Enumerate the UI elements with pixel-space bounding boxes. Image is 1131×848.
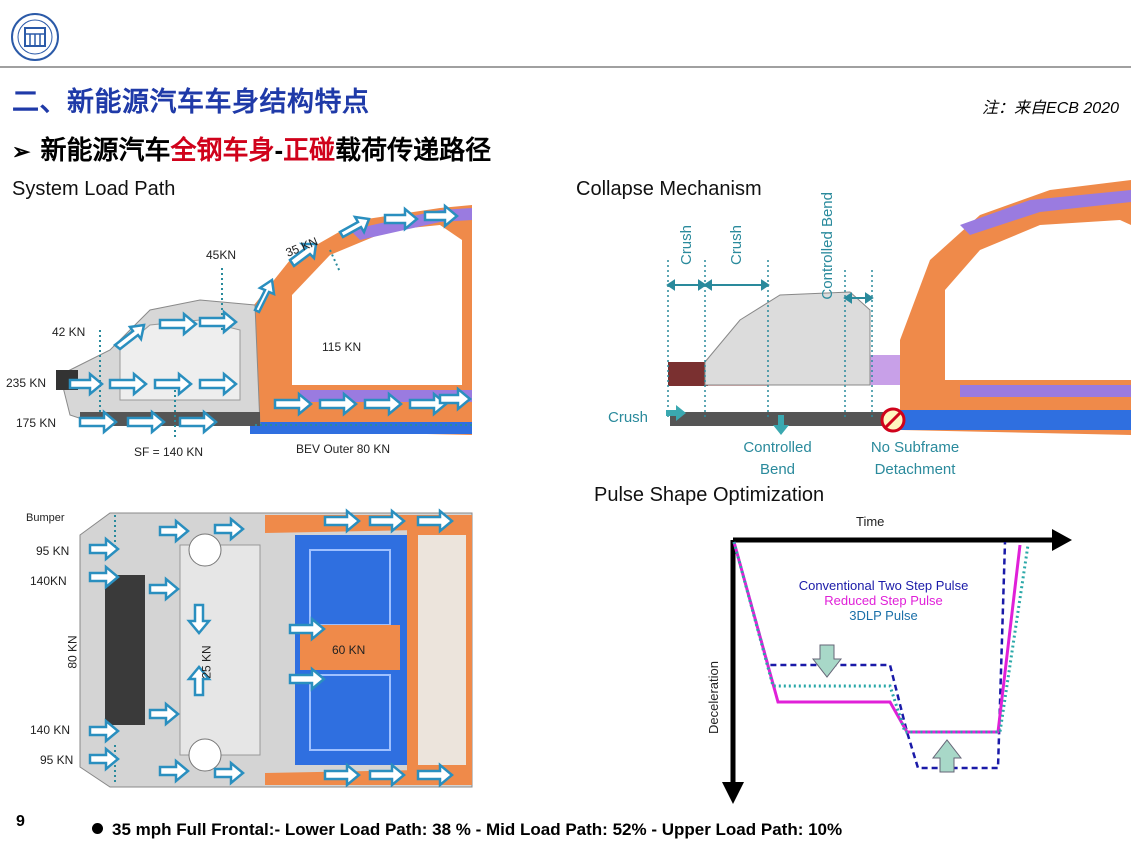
- bullet-dot-icon: [92, 823, 103, 834]
- label-bumper: Bumper: [26, 512, 65, 524]
- label-140kn-top: 140KN: [30, 574, 67, 588]
- label-235kn: 235 KN: [6, 376, 47, 390]
- label-25kn: 25 KN: [199, 645, 214, 679]
- page-number: 9: [16, 813, 25, 830]
- label-140kn-bottom: 140 KN: [30, 723, 71, 737]
- controlled-bend-bottom-label: Controlled Bend: [743, 439, 812, 478]
- subtitle-part-2: 全钢车身: [170, 135, 275, 165]
- controlled-bend-top-label: Controlled Bend: [819, 192, 836, 300]
- top-view-diagram: Bumper 95 KN 140KN 80 KN 25 KN 60 KN 140…: [0, 505, 480, 795]
- slide-subtitle: ➢ 新能源汽车全钢车身-正碰载荷传递路径: [12, 130, 491, 167]
- collapse-mechanism-title: Collapse Mechanism: [576, 178, 762, 200]
- subtitle-part-1: 新能源汽车: [40, 135, 171, 165]
- time-axis-label: Time: [856, 514, 885, 529]
- side-view-diagram: 45KN 35 KN 42 KN 115 KN 235 KN 175 KN SF…: [0, 200, 480, 465]
- footer-text: 35 mph Full Frontal:- Lower Load Path: 3…: [112, 820, 843, 839]
- bullet-arrow-icon: ➢: [12, 139, 31, 164]
- legend-reduced-step: Reduced Step Pulse: [824, 593, 943, 608]
- pulse-shape-title: Pulse Shape Optimization: [594, 484, 825, 506]
- label-95kn-top: 95 KN: [36, 544, 70, 558]
- no-subframe-detachment-label: No Subframe Detachment: [870, 439, 960, 478]
- source-note: 注：来自ECB 2020: [982, 100, 1119, 117]
- label-60kn: 60 KN: [332, 643, 366, 657]
- university-logo: [10, 12, 60, 62]
- label-115kn: 115 KN: [322, 340, 362, 354]
- label-42kn: 42 KN: [52, 325, 86, 339]
- label-45kn: 45KN: [206, 248, 237, 262]
- subtitle-part-3: -: [274, 135, 284, 165]
- header-divider: [0, 66, 1131, 68]
- label-sf-140kn: SF = 140 KN: [134, 445, 204, 459]
- pulse-legend: Conventional Two Step Pulse Reduced Step…: [776, 578, 991, 623]
- collapse-diagram: Crush Crush Controlled Bend Crush Contro…: [600, 180, 1131, 480]
- legend-conventional: Conventional Two Step Pulse: [798, 578, 969, 593]
- system-load-path-title: System Load Path: [12, 178, 176, 200]
- crush-label-2: Crush: [728, 225, 745, 266]
- label-95kn-bottom: 95 KN: [40, 753, 74, 767]
- deceleration-axis-label: Deceleration: [706, 661, 721, 734]
- slide-title: 二、新能源汽车车身结构特点: [12, 87, 370, 117]
- subtitle-part-4: 正碰: [283, 135, 336, 165]
- footer-summary: 35 mph Full Frontal:- Lower Load Path: 3…: [92, 820, 842, 840]
- legend-3dlp: 3DLP Pulse: [849, 608, 918, 623]
- crush-label-1: Crush: [678, 225, 695, 266]
- pulse-chart: Time Deceleration Conventional Two Step …: [700, 510, 1080, 810]
- label-80kn: 80 KN: [65, 635, 80, 669]
- subtitle-part-5: 载荷传递路径: [335, 135, 492, 165]
- label-175kn: 175 KN: [16, 416, 57, 430]
- label-bev-outer-80kn: BEV Outer 80 KN: [296, 442, 391, 456]
- crush-side-label: Crush: [608, 409, 649, 426]
